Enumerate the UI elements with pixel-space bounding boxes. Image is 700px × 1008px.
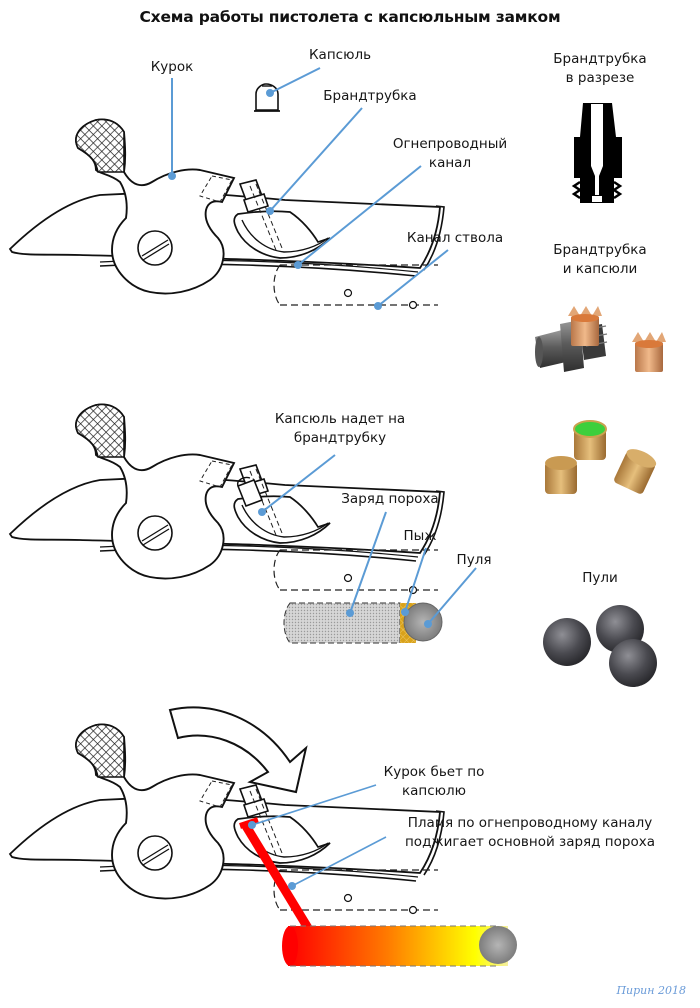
author-signature: Пирин 2018 bbox=[616, 984, 686, 997]
label-bullets: Пули bbox=[582, 570, 618, 586]
label-flash-channel-line2: канал bbox=[428, 155, 472, 171]
label-cap-on-nipple-line2: брандтрубку bbox=[293, 430, 387, 446]
label-nipple-and-caps-line1: Брандтрубка bbox=[553, 242, 647, 258]
label-cap-on-nipple-line1: Капсюль надет на bbox=[274, 411, 406, 427]
lead-bullets-illustration bbox=[543, 605, 657, 687]
label-flame-line2: поджигает основной заряд пороха bbox=[404, 834, 655, 850]
powder-charge bbox=[283, 602, 401, 644]
nipple-cross-section-icon bbox=[571, 103, 623, 203]
diagram-title: Схема работы пистолета с капсюльным замк… bbox=[139, 8, 561, 26]
label-bullet: Пуля bbox=[456, 552, 492, 568]
panel-1-leaders bbox=[168, 67, 449, 310]
cap-on-nipple-icon bbox=[236, 476, 264, 508]
label-cap: Капсюль bbox=[308, 47, 372, 63]
bullet-ball bbox=[403, 602, 443, 642]
label-nipple-section-line2: в разрезе bbox=[565, 70, 635, 86]
label-nipple: Брандтрубка bbox=[323, 88, 417, 104]
label-flash-channel-line1: Огнепроводный bbox=[392, 136, 508, 152]
rotation-arrow-icon bbox=[168, 706, 308, 794]
label-bore: Канал ствола bbox=[406, 230, 504, 246]
label-hammer: Курок bbox=[150, 59, 194, 75]
panel-2-leaders bbox=[258, 454, 477, 628]
bullet-ball-fired bbox=[479, 926, 517, 964]
panel-3-lock-drawing bbox=[9, 723, 445, 915]
percussion-cap-icon bbox=[254, 83, 280, 112]
label-nipple-section-line1: Брандтрубка bbox=[553, 51, 647, 67]
label-wad: Пыж bbox=[403, 528, 437, 544]
label-nipple-and-caps-line2: и капсюли bbox=[562, 261, 638, 277]
label-flame-line1: Пламя по огнепроводному каналу bbox=[407, 815, 653, 831]
label-powder-charge: Заряд пороха bbox=[341, 491, 439, 507]
label-hammer-strikes-line1: Курок бьет по bbox=[383, 764, 485, 780]
flame-bore bbox=[282, 925, 508, 967]
panel-1-lock-drawing bbox=[9, 118, 445, 310]
nipple-and-caps-illustration bbox=[535, 306, 666, 494]
label-hammer-strikes-line2: капсюлю bbox=[401, 783, 467, 799]
flame-channel bbox=[242, 823, 312, 931]
panel-3-leaders bbox=[248, 784, 387, 890]
